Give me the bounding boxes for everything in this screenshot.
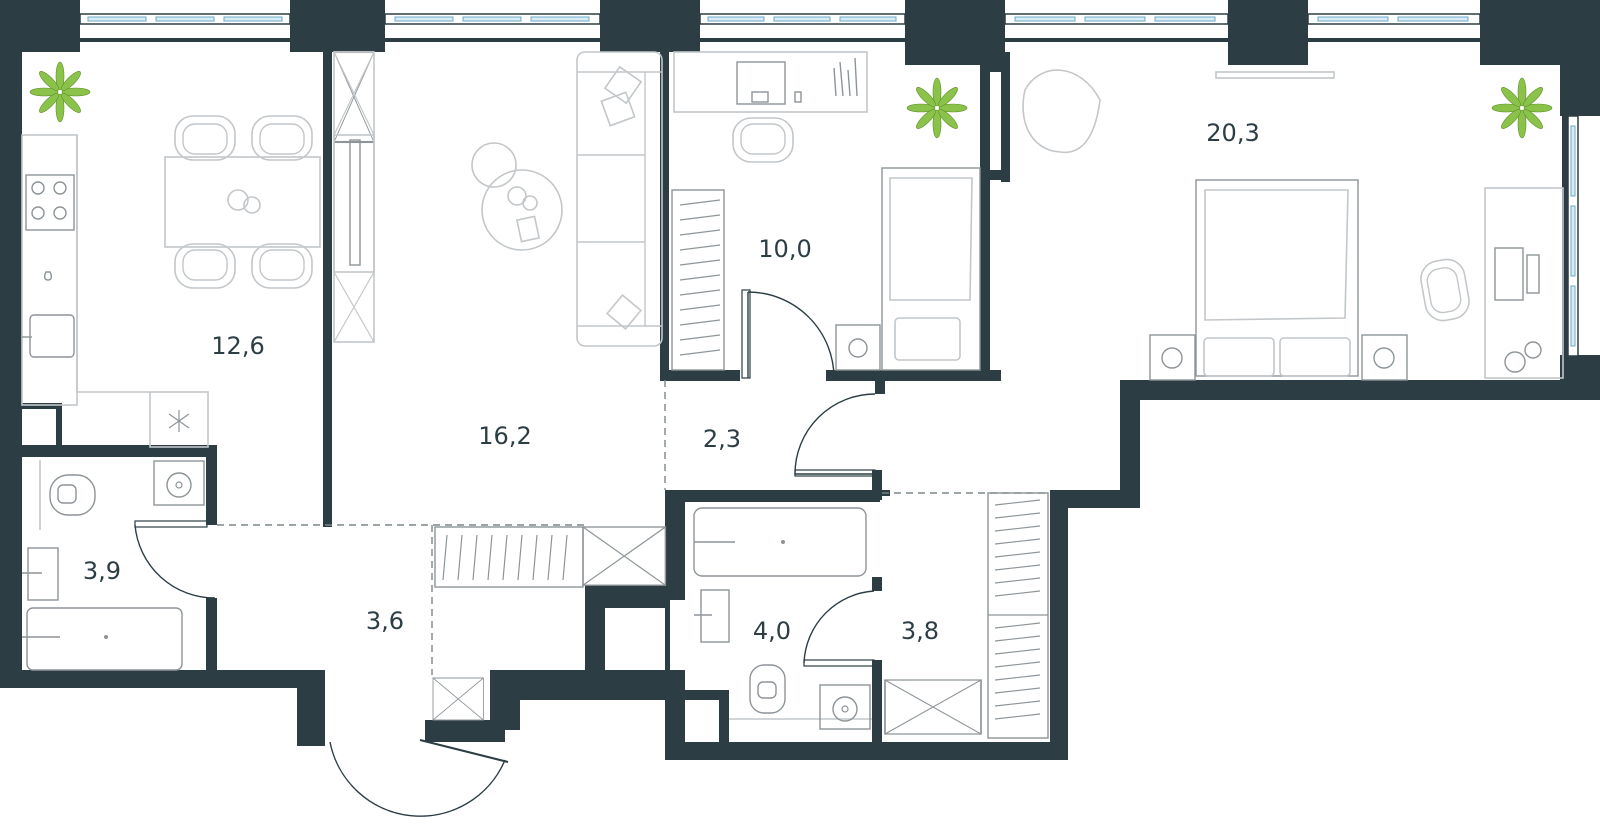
wall (826, 370, 1001, 381)
sink-icon (27, 547, 59, 601)
wall (0, 0, 80, 52)
tv (1215, 71, 1335, 79)
sink-icon (29, 314, 75, 358)
area-label-kitchen: 12,6 (211, 332, 264, 360)
wall (206, 598, 217, 678)
area-label-bedroom-master: 20,3 (1206, 119, 1259, 147)
chair-icon (174, 243, 236, 289)
dining-table (164, 156, 321, 248)
plant-icon (29, 61, 91, 123)
toilet-icon (749, 664, 786, 714)
armchair (1022, 69, 1101, 154)
bed-icon (881, 167, 981, 371)
bathtub-icon (26, 607, 183, 671)
window (1307, 13, 1481, 25)
wall (719, 690, 729, 742)
bathroom-right-furniture (693, 492, 1049, 739)
windows (79, 13, 1579, 357)
desk-icon (673, 51, 868, 113)
door (803, 590, 875, 664)
wardrobe-icon (432, 677, 484, 721)
wall (986, 170, 1010, 180)
stove-icon (25, 174, 75, 231)
kitchen-furniture (21, 61, 321, 448)
wall (0, 670, 215, 688)
wall (665, 490, 880, 502)
chair-icon (174, 115, 236, 161)
wall (685, 690, 729, 700)
washing-machine-icon (153, 460, 205, 506)
wall (1560, 60, 1600, 116)
zone-lines (217, 380, 1050, 675)
wall (872, 660, 882, 750)
wall (56, 403, 62, 448)
chair-icon (251, 243, 313, 289)
wardrobe-icon (582, 526, 667, 586)
area-label-bedroom-small: 10,0 (758, 235, 811, 263)
wall (323, 52, 332, 527)
sofa-icon (576, 51, 663, 347)
wall (0, 52, 22, 682)
walls (0, 0, 1600, 760)
wall (872, 470, 882, 500)
wall (1001, 52, 1010, 182)
wardrobe-icon (671, 189, 725, 371)
area-labels: 12,6 16,2 10,0 2,3 20,3 3,9 3,6 4,0 3,8 (83, 119, 1260, 645)
wardrobe-icon (434, 526, 584, 588)
entrance-door (329, 741, 506, 817)
door (747, 291, 835, 379)
wall (1120, 380, 1600, 400)
bedroom-master-furniture (1022, 69, 1564, 381)
fridge (149, 391, 209, 448)
area-label-hall: 2,3 (703, 425, 741, 453)
chair-icon (732, 117, 794, 163)
sink-icon (700, 589, 730, 643)
wall (600, 0, 700, 52)
living-furniture (332, 50, 667, 721)
wall (872, 577, 882, 591)
area-label-storage: 3,8 (901, 617, 939, 645)
wall (290, 0, 385, 52)
bathroom-left-furniture (22, 460, 205, 671)
wall (665, 490, 685, 600)
door (794, 393, 876, 475)
area-label-entrance: 3,6 (366, 607, 404, 635)
wall (22, 403, 62, 409)
wall (1050, 490, 1140, 508)
chair-icon (251, 115, 313, 161)
wall (980, 52, 990, 377)
wall (22, 445, 217, 457)
wall (660, 370, 740, 381)
wall (1480, 0, 1600, 65)
wall (80, 38, 1480, 42)
wall (1562, 116, 1570, 356)
door (134, 524, 216, 599)
wall (875, 378, 885, 394)
wall (297, 670, 325, 746)
chair-icon (1417, 255, 1473, 325)
area-label-living: 16,2 (478, 422, 531, 450)
wardrobe-icon (884, 679, 982, 735)
wall (665, 742, 1068, 760)
wall (1120, 380, 1140, 505)
wall (1050, 490, 1068, 760)
desk-icon (1484, 187, 1564, 379)
area-label-bathroom-right: 4,0 (753, 617, 791, 645)
bedroom-small-furniture (671, 51, 981, 371)
doors (134, 289, 876, 817)
wall (206, 445, 217, 525)
toilet-icon (49, 474, 96, 516)
wall (1228, 0, 1308, 65)
plant-icon (906, 77, 968, 139)
wall (205, 670, 325, 688)
wall (425, 720, 505, 742)
washing-machine-icon (819, 684, 871, 730)
wall (660, 52, 669, 377)
bed-icon (1195, 179, 1359, 377)
area-label-bathroom-left: 3,9 (83, 557, 121, 585)
plant-icon (1491, 77, 1553, 139)
